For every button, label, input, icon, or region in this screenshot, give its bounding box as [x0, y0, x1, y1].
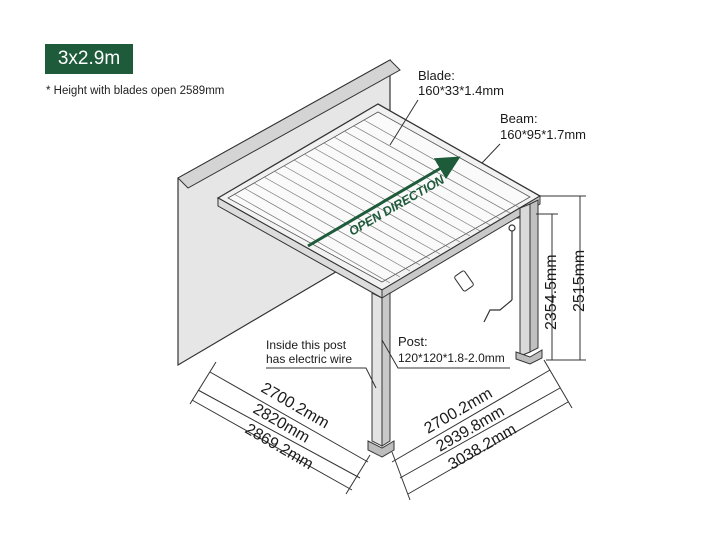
height-inner-dim: 2354.5mm: [543, 254, 560, 330]
post-leader: [381, 339, 510, 369]
post-spec: 120*120*1.8-2.0mm: [398, 351, 505, 365]
post-label: Post:: [398, 334, 428, 349]
beam-spec: 160*95*1.7mm: [500, 127, 586, 142]
beam-leader: [481, 143, 501, 164]
remote-control: [454, 270, 474, 292]
blade-spec: 160*33*1.4mm: [418, 83, 504, 98]
blade-label: Blade:: [418, 68, 455, 83]
height-dimension-lines: [536, 195, 586, 361]
wire-leader: [266, 367, 377, 389]
open-direction-arrow: [307, 156, 461, 248]
right-post: [515, 199, 543, 365]
crank-handle: [483, 224, 516, 323]
front-post: [367, 292, 395, 458]
right-dimension-lines: [391, 369, 569, 495]
size-badge: 3x2.9m: [45, 44, 133, 74]
left-dimension-lines: [191, 371, 369, 491]
height-note: * Height with blades open 2589mm: [46, 85, 225, 97]
beam-label: Beam:: [500, 111, 538, 126]
blade-leader: [389, 99, 419, 146]
height-total-dim: 2515mm: [571, 250, 588, 312]
wire-note-line2: has electric wire: [266, 352, 352, 366]
wire-note-line1: Inside this post: [266, 338, 347, 352]
